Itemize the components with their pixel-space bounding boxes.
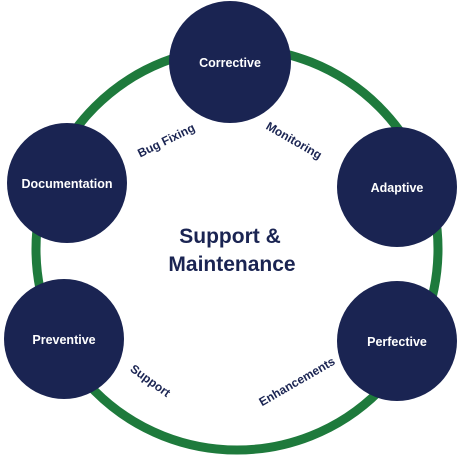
node-documentation-circle — [7, 123, 127, 243]
node-corrective-circle — [169, 1, 291, 123]
node-adaptive-label: Adaptive — [371, 181, 424, 195]
edge-label-enhancements: Enhancements — [257, 354, 338, 409]
node-preventive-circle — [4, 279, 124, 399]
node-preventive: Preventive — [4, 279, 124, 399]
node-adaptive: Adaptive — [337, 127, 457, 247]
edge-label-bug-fixing: Bug Fixing — [135, 121, 197, 161]
node-perfective-circle — [337, 281, 457, 401]
center-title-line-2: Maintenance — [168, 253, 295, 276]
node-adaptive-circle — [337, 127, 457, 247]
edge-label-monitoring: Monitoring — [264, 119, 325, 162]
node-preventive-label: Preventive — [32, 333, 95, 347]
node-documentation: Documentation — [7, 123, 127, 243]
edge-label-support: Support — [128, 362, 173, 400]
node-perfective-label: Perfective — [367, 335, 427, 349]
center-title-line-1: Support & — [179, 225, 280, 248]
node-corrective-label: Corrective — [199, 56, 261, 70]
node-corrective: Corrective — [169, 1, 291, 123]
node-perfective: Perfective — [337, 281, 457, 401]
node-documentation-label: Documentation — [22, 177, 113, 191]
